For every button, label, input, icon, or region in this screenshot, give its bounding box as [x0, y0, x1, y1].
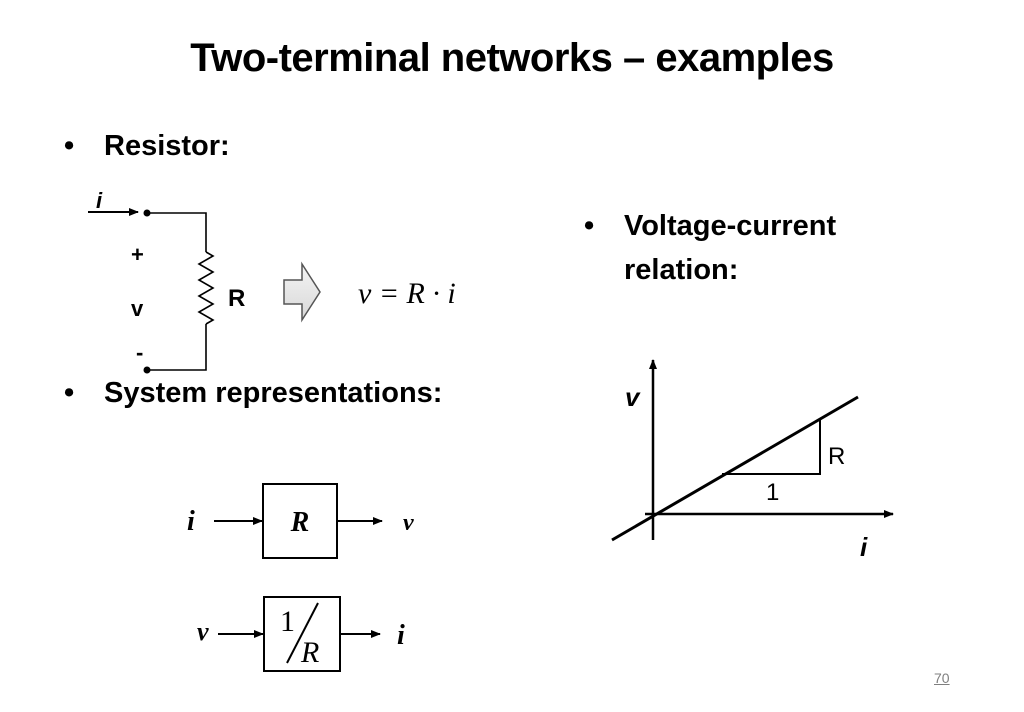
block1-input-label: i	[187, 506, 195, 537]
block1-output-label: v	[403, 510, 414, 536]
block2-denominator-label: R	[300, 636, 319, 669]
block2-input-label: v	[197, 617, 209, 646]
minus-label: -	[136, 340, 143, 365]
block-diagram-inverse-r: v 1 R i	[197, 596, 405, 672]
page-number: 70	[934, 670, 950, 686]
bullet-voltage-current-line2: relation:	[624, 254, 739, 286]
block2-numerator-label: 1	[280, 605, 295, 638]
block2-output-label: i	[397, 620, 405, 651]
bullet-dot: •	[64, 377, 75, 409]
bullet-resistor: • Resistor:	[64, 124, 230, 168]
wire-top	[147, 212, 207, 252]
block2-fraction-slash	[286, 602, 319, 664]
implies-arrow-icon	[283, 261, 321, 323]
bullet-system-representations: • System representations:	[64, 371, 443, 415]
vi-line	[611, 395, 859, 542]
y-axis-label: v	[625, 382, 641, 412]
plus-label: +	[131, 242, 144, 267]
resistor-zigzag	[197, 251, 215, 325]
bullet-voltage-current: • Voltage-current relation:	[584, 204, 904, 292]
bullet-dot: •	[64, 130, 75, 162]
block-diagram-r: i R v	[187, 483, 414, 559]
vi-graph: v i R 1	[611, 359, 894, 562]
ohms-law-equation: v = R · i	[358, 277, 456, 310]
resistor-circuit: i + v - R	[88, 188, 245, 374]
bullet-resistor-text: Resistor:	[104, 130, 230, 162]
block1-box	[262, 483, 338, 559]
slope-run-label: 1	[766, 479, 779, 506]
current-label: i	[96, 188, 103, 213]
wire-bottom	[147, 324, 207, 371]
slope-triangle	[722, 419, 821, 475]
bullet-dot: •	[584, 210, 595, 242]
bullet-system-representations-text: System representations:	[104, 377, 443, 409]
bullet-voltage-current-line1: Voltage-current	[624, 210, 837, 242]
block1-r-label: R	[290, 507, 310, 538]
voltage-label: v	[131, 296, 144, 321]
resistor-label: R	[228, 285, 245, 312]
slope-rise-label: R	[828, 443, 845, 470]
x-axis-label: i	[860, 532, 868, 562]
slide-title: Two-terminal networks – examples	[190, 36, 834, 80]
